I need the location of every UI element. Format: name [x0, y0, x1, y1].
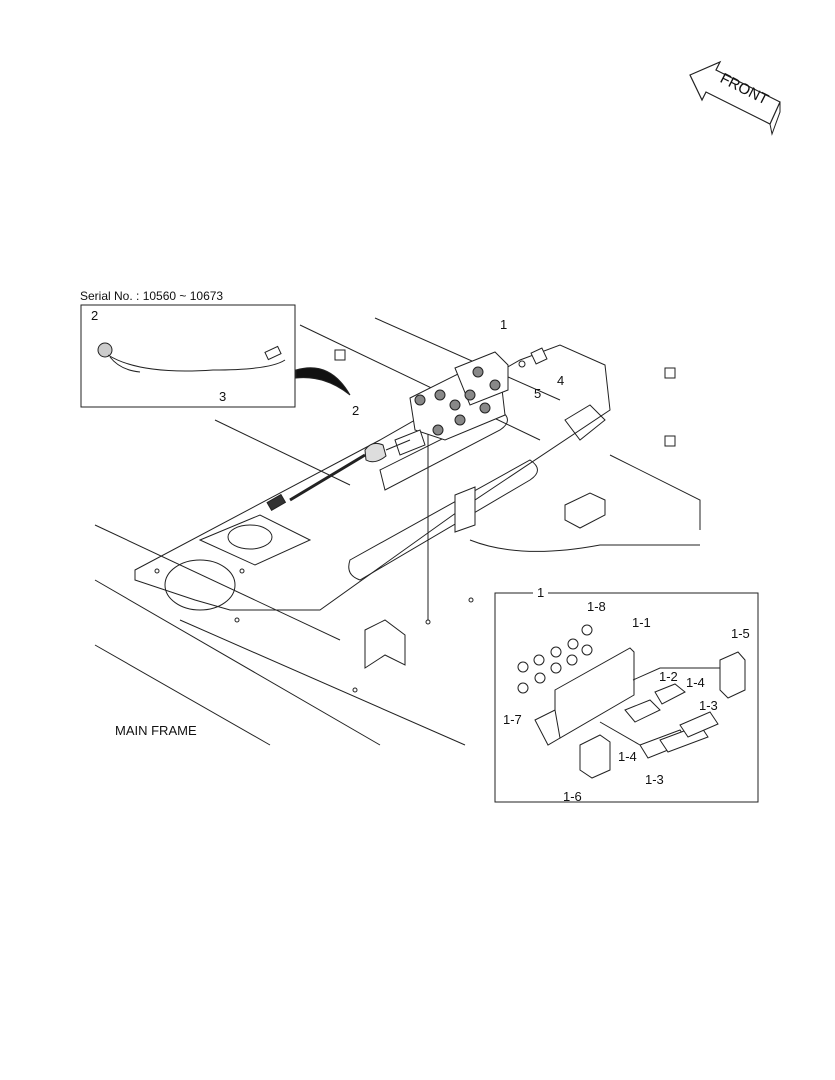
callout-1-2: 1-2: [659, 669, 678, 684]
inset-callout-3: 3: [219, 389, 227, 404]
callout-1-4-lower: 1-4: [618, 749, 637, 764]
main-frame-label: MAIN FRAME: [115, 723, 197, 738]
front-arrow-icon: FRONT: [689, 60, 781, 136]
callout-5: 5: [534, 386, 542, 401]
callout-1-5: 1-5: [731, 626, 750, 641]
callout-1-8: 1-8: [587, 599, 606, 614]
detail-parts-drawing: [517, 624, 746, 779]
callout-1: 1: [500, 317, 508, 332]
inset-callout-2: 2: [91, 308, 99, 323]
harness-drawing: [97, 342, 351, 396]
valve-block-drawing: [266, 347, 548, 512]
callout-1-3-lower: 1-3: [645, 772, 664, 787]
serial-number-note: Serial No. : 10560 ~ 10673: [80, 289, 224, 303]
serial-inset-box: [80, 304, 296, 408]
callout-1-1: 1-1: [632, 615, 651, 630]
detail-inset-box: [494, 592, 759, 803]
detail-inset-title: 1: [533, 586, 549, 600]
callout-1-6: 1-6: [563, 789, 582, 804]
callout-2: 2: [352, 403, 360, 418]
main-frame-drawing: [94, 317, 701, 746]
callout-1-7: 1-7: [503, 712, 522, 727]
callout-4: 4: [557, 373, 565, 388]
callout-1-3-upper: 1-3: [699, 698, 718, 713]
callout-1-4-upper: 1-4: [686, 675, 705, 690]
